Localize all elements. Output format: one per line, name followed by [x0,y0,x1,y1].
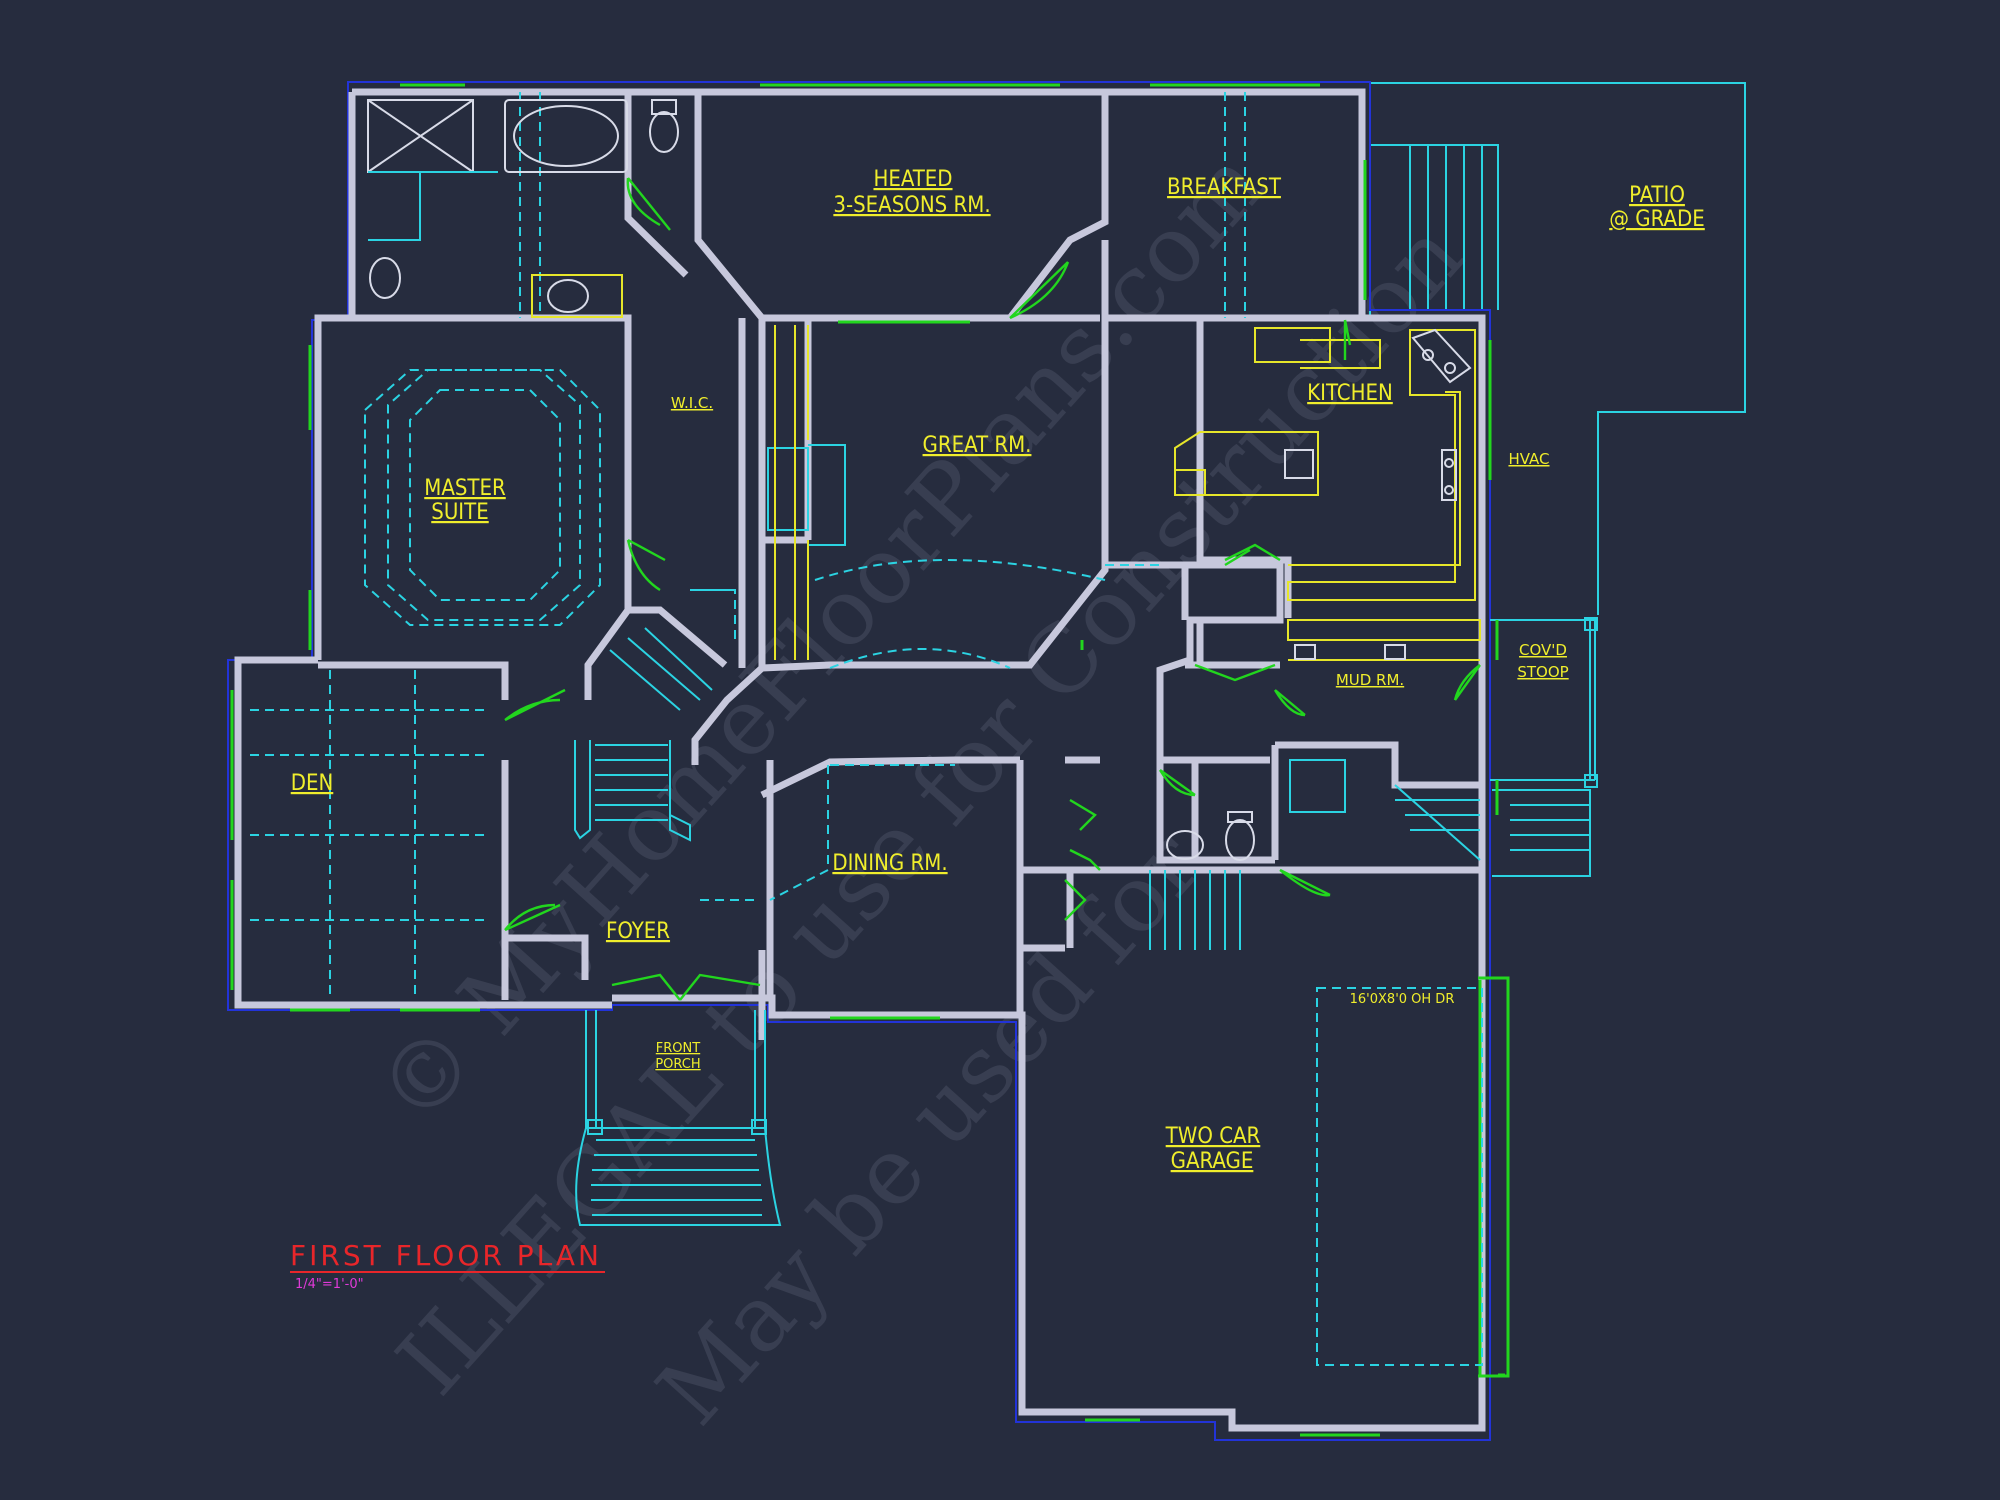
room-label-heated-2: 3-SEASONS RM. [833,193,990,218]
room-label-hvac: HVAC [1508,450,1549,468]
room-label-kitchen: KITCHEN [1307,381,1393,406]
room-label-stoop-1: COV'D [1519,641,1567,659]
room-label-porch-2: PORCH [655,1057,700,1072]
room-label-master-2: SUITE [431,500,488,525]
covered-stoop [1490,617,1598,877]
room-label-porch-1: FRONT [656,1041,700,1056]
garage-door-label: 16'0X8'0 OH DR [1350,992,1455,1007]
room-label-patio-1: PATIO [1629,183,1685,208]
room-label-foyer: FOYER [606,919,670,944]
room-labels: HEATED 3-SEASONS RM. BREAKFAST PATIO @ G… [291,167,1705,1174]
windows [230,83,1505,1437]
bath-fixtures [367,99,1255,861]
room-label-patio-2: @ GRADE [1609,207,1705,232]
fireplace [767,325,846,660]
room-label-mud: MUD RM. [1336,671,1404,689]
patio-steps [1370,144,1499,310]
garage-door-outline [1316,987,1483,1366]
stairs [574,589,1481,950]
room-label-dining: DINING RM. [832,851,947,876]
doors [504,177,1481,1001]
room-label-stoop-2: STOOP [1517,663,1568,681]
room-label-wic: W.I.C. [671,394,713,412]
ceiling-features [250,92,1246,1000]
room-label-master-1: MASTER [424,476,506,501]
plan-title-block: FIRST FLOOR PLAN 1/4"=1'-0" [290,1239,605,1292]
room-label-great: GREAT RM. [923,433,1032,458]
room-label-garage-2: GARAGE [1171,1149,1254,1174]
kitchen-cabinets [1174,327,1481,661]
room-label-heated-1: HEATED [873,167,952,192]
garage-door-track [1478,976,1510,1378]
plan-title: FIRST FLOOR PLAN [290,1239,602,1272]
front-porch [575,1010,782,1226]
walls [234,88,1486,1432]
plan-scale: 1/4"=1'-0" [295,1277,364,1292]
room-label-den: DEN [291,771,334,796]
patio-outline [1369,82,1746,615]
room-label-breakfast: BREAKFAST [1167,175,1282,200]
room-label-garage-1: TWO CAR [1165,1124,1261,1149]
